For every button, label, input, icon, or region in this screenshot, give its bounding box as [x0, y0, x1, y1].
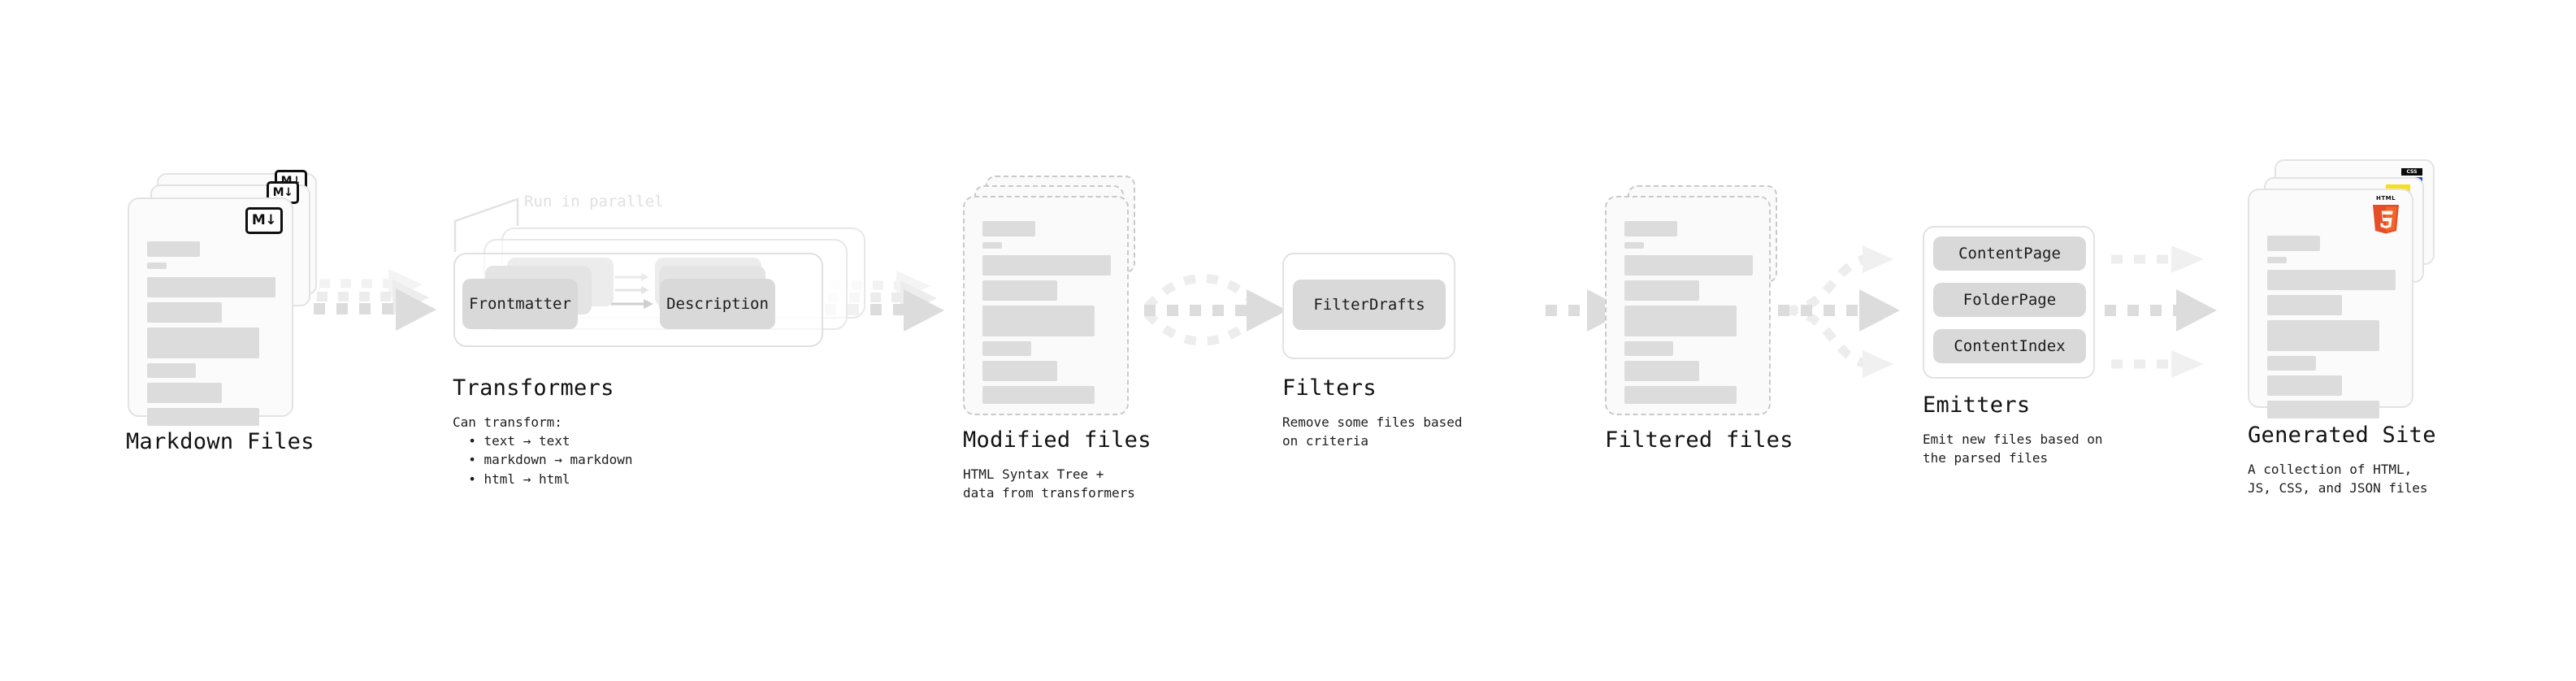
doc-skeleton-para-6 — [1624, 386, 1737, 404]
arrow-markdown-to-transformers — [314, 269, 436, 331]
doc-skeleton-para-3 — [1624, 306, 1737, 336]
generated-file-front: HTML — [2248, 189, 2413, 419]
caption-transformers: Transformers — [453, 375, 614, 401]
chip-contentindex[interactable]: ContentIndex — [1933, 329, 2086, 363]
doc-skeleton-title — [1624, 221, 1677, 236]
markdown-file-front: M↓ — [128, 197, 293, 426]
doc-skeleton-para-1 — [1624, 255, 1753, 275]
chip-contentpage-label: ContentPage — [1958, 245, 2061, 262]
markdown-logo-text: M↓ — [251, 212, 277, 228]
chip-filterdrafts[interactable]: FilterDrafts — [1293, 280, 1446, 330]
doc-skeleton-subtitle — [1624, 242, 1644, 249]
doc-skeleton-para-4 — [2267, 356, 2316, 371]
html5-logo: HTML — [2370, 195, 2401, 234]
doc-skeleton-para-2 — [1624, 280, 1699, 301]
doc-skeleton-para-1 — [982, 255, 1111, 275]
chip-frontmatter-label: Frontmatter — [469, 295, 571, 313]
chip-description[interactable]: Description — [660, 279, 775, 329]
filtered-file-front — [1605, 196, 1771, 415]
chip-contentindex-label: ContentIndex — [1954, 337, 2066, 355]
doc-skeleton-para-2 — [147, 302, 222, 323]
subcaption-modified-files: HTML Syntax Tree + data from transformer… — [963, 466, 1135, 501]
doc-skeleton-para-3 — [147, 327, 259, 358]
caption-filtered-files: Filtered files — [1605, 427, 1793, 453]
doc-skeleton-para-2 — [2267, 295, 2342, 315]
arrow-filtered-to-emitters — [1778, 245, 1900, 378]
subcaption-filters: Remove some files based on criteria — [1282, 414, 1463, 449]
html5-logo-wordmark: HTML — [2375, 195, 2396, 202]
chip-filterdrafts-label: FilterDrafts — [1313, 296, 1425, 314]
modified-file-front — [963, 196, 1129, 415]
doc-skeleton-para-6 — [982, 386, 1095, 404]
chip-description-label: Description — [666, 295, 769, 313]
subcaption-transformers: Can transform: • text → text • markdown … — [453, 414, 633, 487]
doc-skeleton-para-5 — [147, 383, 222, 403]
doc-skeleton-title — [147, 241, 200, 257]
doc-skeleton-para-4 — [982, 341, 1031, 356]
arrow-modified-to-filters — [1143, 274, 1287, 346]
subcaption-generated-site: A collection of HTML, JS, CSS, and JSON … — [2248, 462, 2428, 497]
doc-skeleton-para-5 — [1624, 361, 1699, 381]
note-run-in-parallel: Run in parallel — [524, 193, 664, 210]
doc-skeleton-para-4 — [1624, 341, 1673, 356]
doc-skeleton-title — [982, 221, 1035, 236]
doc-skeleton-subtitle — [982, 242, 1002, 249]
doc-skeleton-para-4 — [147, 363, 196, 378]
arrow-emitters-to-site — [2105, 245, 2217, 378]
doc-skeleton-para-3 — [2267, 320, 2379, 351]
subcaption-emitters: Emit new files based on the parsed files — [1923, 432, 2103, 466]
doc-skeleton-para-5 — [982, 361, 1057, 381]
doc-skeleton-para-6 — [147, 408, 259, 426]
caption-markdown-files: Markdown Files — [126, 429, 314, 454]
caption-generated-site: Generated Site — [2248, 423, 2436, 448]
markdown-logo: M↓ — [245, 207, 283, 234]
doc-skeleton-para-1 — [2267, 270, 2396, 290]
doc-skeleton-para-5 — [2267, 375, 2342, 396]
chip-folderpage[interactable]: FolderPage — [1933, 283, 2086, 317]
css3-logo-wordmark: CSS — [2401, 168, 2422, 176]
html5-logo-shield — [2373, 205, 2399, 234]
doc-skeleton-subtitle — [2267, 257, 2287, 263]
chip-folderpage-label: FolderPage — [1962, 291, 2057, 309]
doc-skeleton-para-2 — [982, 280, 1057, 301]
caption-modified-files: Modified files — [963, 427, 1151, 453]
chip-frontmatter[interactable]: Frontmatter — [462, 279, 578, 329]
chip-contentpage[interactable]: ContentPage — [1933, 236, 2086, 271]
caption-filters: Filters — [1282, 375, 1377, 401]
doc-skeleton-title — [2267, 236, 2320, 251]
doc-skeleton-para-6 — [2267, 401, 2379, 419]
doc-skeleton-para-1 — [147, 277, 275, 297]
doc-skeleton-subtitle — [147, 262, 167, 269]
caption-emitters: Emitters — [1923, 393, 2031, 418]
doc-skeleton-para-3 — [982, 306, 1095, 336]
